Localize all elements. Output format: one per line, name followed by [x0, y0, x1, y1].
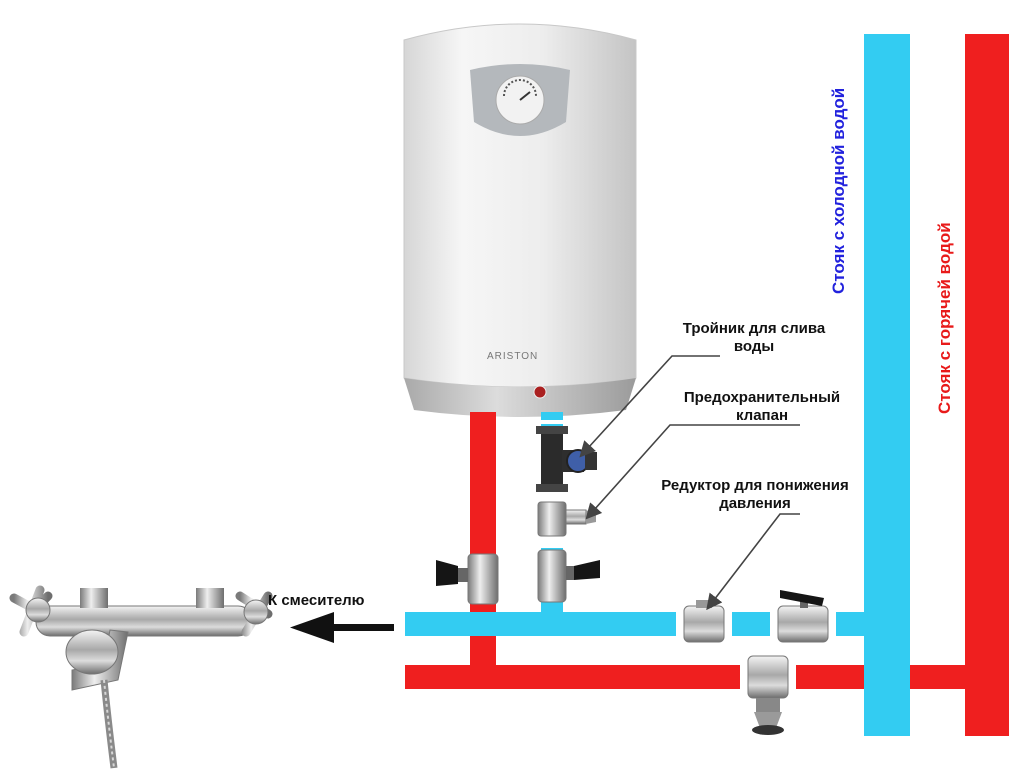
tee-label-line1: Тройник для слива — [683, 320, 826, 337]
ball-valve-icon — [436, 553, 499, 605]
ball-valve-icon — [777, 590, 829, 643]
reducer-label-line2: давления — [719, 495, 791, 512]
reducer-label-line1: Редуктор для понижения — [661, 477, 848, 494]
ball-valve-icon — [537, 549, 600, 603]
drain-tee-icon — [536, 426, 597, 492]
tee-label-line2: воды — [734, 338, 774, 355]
to-mixer-label: К смесителю — [268, 592, 365, 609]
cold-water-riser-pipe — [864, 34, 910, 736]
ball-valve-icon — [747, 655, 789, 735]
pipes — [405, 34, 1009, 736]
arrow-left-icon — [290, 612, 394, 643]
heater-brand: ARISTON — [487, 351, 538, 362]
pressure-reducer-icon — [683, 600, 725, 643]
hot-riser-label: Стояк с горячей водой — [935, 222, 954, 414]
safety-valve-label-line1: Предохранительный — [684, 389, 840, 406]
water-heater-icon: ARISTON — [403, 23, 637, 417]
hot-water-riser-pipe — [965, 34, 1009, 736]
safety-valve-label-line2: клапан — [736, 407, 788, 424]
cold-riser-label: Стояк с холодной водой — [829, 88, 848, 294]
leader-lines — [579, 355, 800, 611]
hot-water-main-pipe — [405, 665, 1009, 689]
safety-valve-icon — [537, 501, 596, 537]
faucet-mixer-icon — [9, 585, 273, 769]
